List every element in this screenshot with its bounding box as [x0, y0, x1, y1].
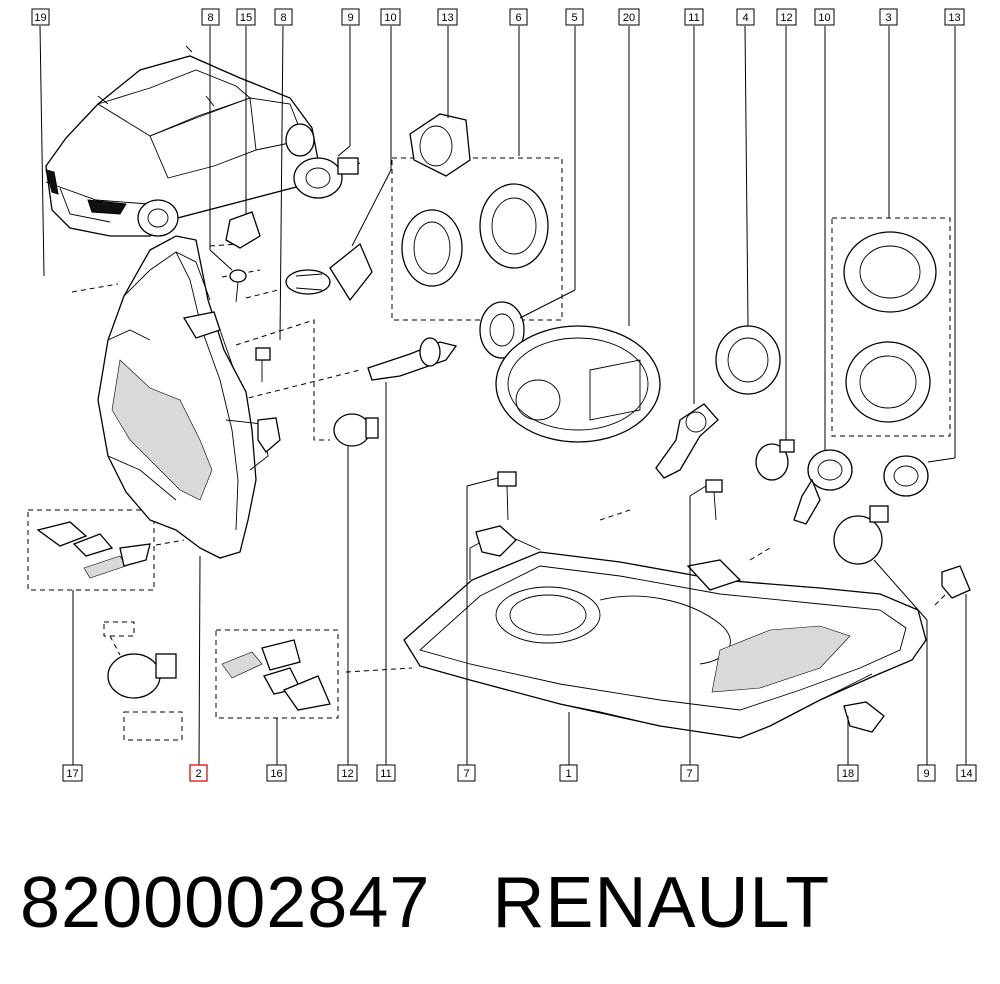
dashed-arrow-19 — [71, 283, 119, 293]
callout-8: 8 — [201, 8, 220, 26]
svg-text:2: 2 — [195, 768, 201, 780]
cover-20 — [495, 325, 661, 443]
callout-11-b: 11 — [376, 764, 396, 782]
callout-12-b: 12 — [337, 764, 358, 782]
headlight-bulb-10-right — [793, 449, 853, 525]
callout-2-highlighted: 2 — [189, 764, 208, 782]
svg-text:7: 7 — [463, 768, 469, 780]
svg-text:8: 8 — [207, 12, 213, 24]
svg-text:17: 17 — [66, 768, 78, 780]
socket-5 — [479, 301, 525, 359]
callout-15: 15 — [236, 8, 256, 26]
bulb-17 — [107, 653, 177, 699]
dashed-bulb-bottom — [123, 711, 183, 741]
svg-text:20: 20 — [623, 12, 635, 24]
callout-3: 3 — [879, 8, 898, 26]
svg-text:5: 5 — [571, 12, 577, 24]
bulb-12-left — [333, 413, 379, 447]
callout-19: 19 — [31, 8, 50, 26]
svg-text:12: 12 — [780, 12, 792, 24]
part-caption: 8200002847 RENAULT — [20, 858, 980, 948]
bracket-18 — [843, 701, 885, 733]
socket-4 — [715, 325, 781, 395]
socket-13-right — [883, 455, 929, 497]
svg-text:13: 13 — [948, 12, 960, 24]
car-illustration — [45, 45, 319, 237]
svg-text:15: 15 — [240, 12, 252, 24]
callout-10: 10 — [380, 8, 401, 26]
headlamp-front-view — [403, 525, 927, 739]
dashed-group-3 — [831, 217, 951, 437]
callout-7: 7 — [457, 764, 476, 782]
svg-text:11: 11 — [380, 768, 391, 780]
svg-text:14: 14 — [960, 768, 972, 780]
callout-1: 1 — [559, 764, 578, 782]
callout-8-b: 8 — [274, 8, 293, 26]
screw-8 — [229, 269, 271, 382]
brand-name: RENAULT — [492, 863, 831, 943]
part-number: 8200002847 — [20, 863, 431, 943]
callout-12: 12 — [776, 8, 797, 26]
socket-13-top — [409, 113, 471, 177]
svg-text:16: 16 — [270, 768, 282, 780]
bracket-set-17 — [36, 521, 151, 579]
callouts-bottom: 17 2 16 12 11 7 1 7 18 9 14 — [62, 764, 977, 782]
svg-text:19: 19 — [34, 12, 46, 24]
leader-lines — [39, 25, 967, 767]
clip-15 — [225, 211, 261, 249]
bulb-holder-11-right — [655, 403, 719, 479]
svg-text:13: 13 — [441, 12, 453, 24]
callout-14: 14 — [956, 764, 977, 782]
bulb-9-right — [833, 505, 889, 565]
screw-7 — [497, 471, 723, 521]
svg-text:1: 1 — [565, 768, 571, 780]
callout-13-b: 13 — [944, 8, 965, 26]
headlight-bulb-10-left — [285, 242, 373, 302]
svg-text:6: 6 — [515, 12, 521, 24]
callout-5: 5 — [565, 8, 584, 26]
callout-11: 11 — [684, 8, 704, 26]
dashed-bulb-top — [103, 621, 135, 637]
callout-20: 20 — [618, 8, 640, 26]
svg-text:7: 7 — [686, 768, 692, 780]
svg-text:9: 9 — [923, 768, 929, 780]
callouts-top: 19 8 15 8 9 10 13 6 5 20 11 4 12 10 3 13 — [31, 8, 965, 26]
svg-text:12: 12 — [341, 768, 353, 780]
bulb-9-top — [293, 157, 359, 199]
callout-18: 18 — [837, 764, 859, 782]
headlamp-side-view — [97, 235, 281, 559]
svg-text:18: 18 — [842, 768, 854, 780]
callout-10-b: 10 — [814, 8, 835, 26]
bracket-set-16 — [221, 639, 331, 711]
svg-text:9: 9 — [347, 12, 353, 24]
svg-text:10: 10 — [818, 12, 830, 24]
bulb-holder-11 — [367, 337, 458, 381]
svg-text:8: 8 — [280, 12, 286, 24]
svg-text:4: 4 — [742, 12, 748, 24]
callout-16: 16 — [266, 764, 287, 782]
svg-text:3: 3 — [885, 12, 891, 24]
callout-7-b: 7 — [680, 764, 699, 782]
clip-14 — [941, 565, 971, 599]
socket-pair-6 — [401, 183, 549, 287]
socket-pair-3 — [843, 231, 937, 423]
svg-text:11: 11 — [688, 12, 699, 24]
bulb-12-right — [755, 439, 795, 481]
callout-4: 4 — [736, 8, 755, 26]
dashed-group-6 — [391, 157, 563, 321]
callout-17: 17 — [62, 764, 83, 782]
callout-6: 6 — [509, 8, 528, 26]
svg-text:10: 10 — [384, 12, 396, 24]
exploded-parts-diagram: 19 8 15 8 9 10 13 6 5 20 11 4 12 10 3 13… — [27, 8, 977, 782]
dashed-group-17 — [27, 509, 155, 591]
callout-9: 9 — [341, 8, 360, 26]
callout-13: 13 — [437, 8, 458, 26]
callout-9-b: 9 — [917, 764, 936, 782]
